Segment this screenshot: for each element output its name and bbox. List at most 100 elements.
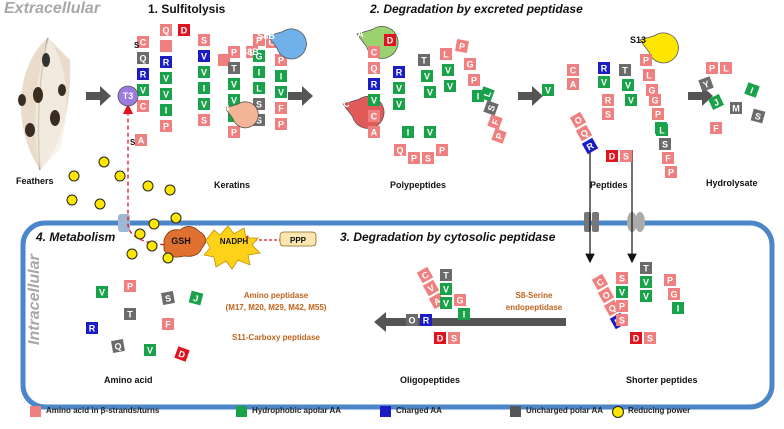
- amino-acid-block: V: [598, 76, 610, 88]
- svg-text:V: V: [427, 128, 433, 138]
- reducing-power-dot: [164, 184, 176, 196]
- svg-text:V: V: [140, 86, 146, 96]
- amino-acid-block: V: [424, 126, 436, 138]
- svg-text:P: P: [619, 302, 625, 312]
- amino-acid-block: D: [174, 346, 190, 362]
- amino-acid-block: V: [442, 64, 454, 76]
- svg-text:PPP: PPP: [290, 236, 307, 245]
- svg-text:O: O: [408, 316, 415, 326]
- t3-transporter-label: T3: [123, 91, 134, 101]
- amino-acid-block: R: [602, 94, 614, 106]
- amino-acid-block: V: [144, 344, 156, 356]
- svg-text:NADPH: NADPH: [220, 237, 249, 246]
- s8b-enzyme-label: S8B: [257, 31, 275, 41]
- svg-text:S: S: [619, 316, 625, 326]
- svg-text:P: P: [471, 76, 477, 86]
- amino-acid-block: V: [640, 290, 652, 302]
- amino-acid-block: T: [124, 308, 136, 320]
- svg-text:L: L: [249, 48, 255, 58]
- svg-text:P: P: [231, 128, 237, 138]
- svg-text:V: V: [628, 96, 634, 106]
- legend-swatch-3: [510, 406, 521, 417]
- amino-acid-block: F: [487, 114, 503, 130]
- svg-text:S: S: [201, 36, 207, 46]
- amino-acid-block: C: [567, 64, 579, 76]
- reducing-power-dot: [114, 170, 126, 182]
- svg-text:Q: Q: [607, 302, 618, 314]
- svg-text:Q: Q: [370, 64, 377, 74]
- svg-text:T: T: [421, 56, 427, 66]
- svg-text:S: S: [486, 104, 497, 113]
- svg-text:I: I: [407, 128, 410, 138]
- amino-acid-block: S: [448, 332, 460, 344]
- svg-text:P: P: [127, 282, 133, 292]
- svg-text:O: O: [573, 114, 584, 126]
- amino-acid-block: O: [597, 286, 615, 304]
- amino-acid-block: J: [708, 94, 724, 110]
- svg-text:P: P: [278, 56, 284, 66]
- reducing-power-dot: [94, 198, 106, 210]
- legend-label-1: Hydrophobic apolar AA: [252, 406, 342, 415]
- svg-text:Q: Q: [396, 146, 403, 156]
- amino-acid-block: F: [162, 318, 174, 330]
- amino-acid-block: S: [198, 114, 210, 126]
- amino-acid-block: V: [422, 279, 440, 297]
- amino-acid-block: S: [616, 314, 628, 326]
- svg-text:R: R: [89, 324, 96, 334]
- svg-text:C: C: [420, 269, 431, 281]
- svg-text:J: J: [712, 97, 721, 108]
- amino-acid-block: S: [483, 100, 499, 116]
- svg-text:P: P: [668, 168, 674, 178]
- amino-acid-block: Q: [368, 62, 380, 74]
- amino-acid-block: D: [606, 150, 618, 162]
- svg-text:L: L: [723, 64, 729, 74]
- svg-text:I: I: [280, 72, 283, 82]
- svg-text:R: R: [601, 64, 608, 74]
- m4-enzyme-label: M4: [217, 103, 230, 113]
- svg-text:V: V: [147, 346, 153, 356]
- intracellular-label: Intracellular: [26, 254, 43, 345]
- amino-acid-block: V: [96, 286, 108, 298]
- amino-acid-block: Q: [111, 339, 125, 353]
- svg-text:V: V: [643, 292, 649, 302]
- svg-text:C: C: [570, 66, 577, 76]
- nadph-icon: NADPH: [203, 225, 261, 270]
- svg-text:G: G: [255, 52, 262, 62]
- svg-text:V: V: [231, 96, 237, 106]
- svg-text:P: P: [278, 120, 284, 130]
- svg-text:G: G: [670, 290, 677, 300]
- svg-text:T: T: [643, 264, 649, 274]
- amino-acid-block: L: [440, 48, 452, 60]
- amino-acid-block: P: [664, 274, 676, 286]
- amino-acid-block: R: [86, 322, 98, 334]
- m4-enzyme: M4: [217, 101, 259, 129]
- s8-serine-line2: endopeptidase: [505, 303, 563, 312]
- svg-text:G: G: [651, 96, 658, 106]
- reducing-power-dot: [142, 180, 154, 192]
- amino-acid-block: V: [137, 84, 149, 96]
- svg-text:O: O: [601, 289, 612, 301]
- amino-acid-block: T: [440, 269, 452, 281]
- svg-text:G: G: [456, 296, 463, 306]
- amino-acid-block: V: [198, 66, 210, 78]
- svg-text:I: I: [165, 106, 168, 116]
- amino-acid-block: F: [275, 102, 287, 114]
- reducing-power-dot: [98, 156, 110, 168]
- svg-text:P: P: [709, 64, 715, 74]
- svg-text:T: T: [443, 271, 449, 281]
- svg-text:I: I: [203, 84, 206, 94]
- svg-text:R: R: [585, 140, 596, 152]
- peptides-label: Peptides: [590, 180, 628, 190]
- step-1-title: 1. Sulfitolysis: [148, 2, 226, 16]
- amino-acid-block: G: [646, 84, 658, 96]
- svg-text:R: R: [396, 68, 403, 78]
- amino-acid-block: P: [455, 39, 469, 53]
- legend-swatch-2: [380, 406, 391, 417]
- amino-acid-block: V: [640, 276, 652, 288]
- legend-swatch-4: [612, 406, 624, 418]
- svg-text:L: L: [659, 126, 665, 136]
- svg-text:S: S: [256, 116, 262, 126]
- s8b-enzyme: S8B: [257, 28, 307, 60]
- svg-text:V: V: [99, 288, 105, 298]
- amino-acid-block: D: [434, 332, 446, 344]
